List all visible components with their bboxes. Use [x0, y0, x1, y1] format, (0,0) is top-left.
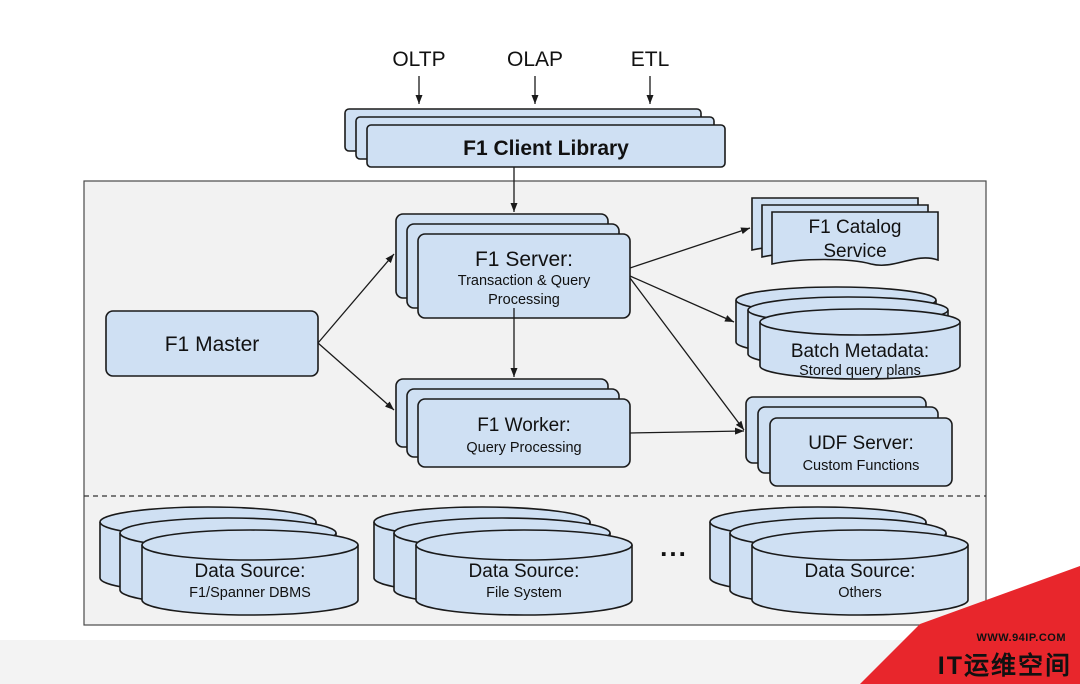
catalog-service-stack: F1 Catalog Service	[751, 197, 939, 266]
arrow-server-catalog	[629, 227, 751, 269]
input-label-oltp: OLTP	[392, 48, 445, 71]
arrow-master-server	[317, 253, 395, 344]
data-source-spanner-subtitle: F1/Spanner DBMS	[189, 585, 311, 601]
input-label-olap: OLAP	[507, 48, 563, 71]
udf-server-stack: UDF Server: Custom Functions	[745, 396, 953, 487]
batch-metadata-subtitle: Stored query plans	[799, 363, 921, 379]
batch-metadata-title: Batch Metadata:	[791, 341, 929, 362]
server-stack: F1 Server: Transaction & Query Processin…	[395, 213, 631, 319]
data-source-file-system: Data Source: File System	[373, 506, 633, 616]
server-line2: Processing	[488, 292, 560, 308]
udf-server-subtitle: Custom Functions	[803, 458, 920, 474]
server-line1: Transaction & Query	[458, 273, 591, 289]
arrow-server-udf	[629, 277, 745, 431]
worker-subtitle: Query Processing	[466, 440, 581, 456]
data-source-others-title: Data Source:	[805, 561, 916, 582]
batch-metadata-stack: Batch Metadata: Stored query plans	[735, 286, 961, 380]
server-title: F1 Server:	[475, 248, 573, 271]
client-library-stack: F1 Client Library	[344, 108, 726, 168]
arrow-worker-udf	[629, 427, 745, 435]
catalog-line2: Service	[823, 241, 886, 262]
arrow-server-batch	[629, 275, 735, 323]
master-label: F1 Master	[165, 333, 260, 356]
data-source-spanner: Data Source: F1/Spanner DBMS	[99, 506, 359, 616]
data-source-file-system-subtitle: File System	[486, 585, 562, 601]
watermark-banner	[860, 566, 1080, 684]
watermark-brand: IT运维空间	[938, 651, 1072, 680]
arrow-master-worker	[317, 342, 395, 411]
client-library-label: F1 Client Library	[463, 137, 629, 160]
data-source-others: Data Source: Others	[709, 506, 969, 616]
catalog-line1: F1 Catalog	[809, 217, 902, 238]
input-label-etl: ETL	[631, 48, 670, 71]
more-sources-ellipsis: ...	[660, 532, 688, 562]
worker-title: F1 Worker:	[477, 415, 571, 436]
data-source-spanner-title: Data Source:	[195, 561, 306, 582]
worker-stack: F1 Worker: Query Processing	[395, 378, 631, 468]
master-node: F1 Master	[105, 310, 319, 377]
watermark-url: WWW.94IP.COM	[976, 632, 1066, 644]
data-source-file-system-title: Data Source:	[469, 561, 580, 582]
udf-server-title: UDF Server:	[808, 433, 914, 454]
data-source-others-subtitle: Others	[838, 585, 882, 601]
watermark: WWW.94IP.COM IT运维空间	[860, 566, 1080, 684]
